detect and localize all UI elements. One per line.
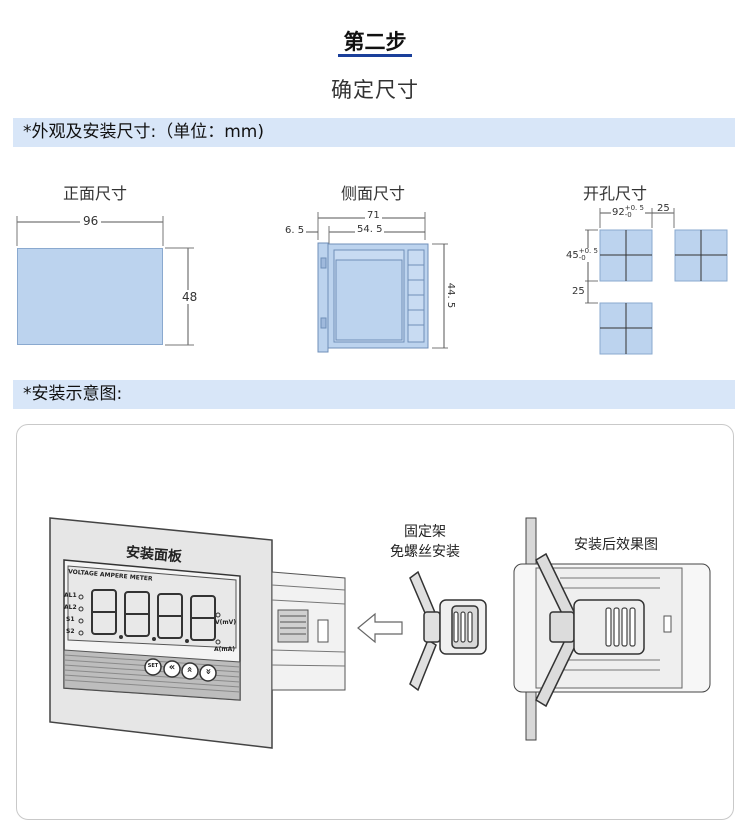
unit-lower-label: A(mA) (214, 646, 236, 653)
result-label: 安装后效果图 (574, 537, 658, 553)
cutout-spacing-v-dim: 25 (572, 286, 585, 297)
indicator-s1: S1 (66, 616, 75, 623)
cutout-height-tol-plus: +0. 5 (578, 247, 598, 255)
cutout-height-value: 45 (566, 250, 579, 261)
indicator-s2: S2 (66, 628, 75, 635)
section-header-install: *安装示意图: (13, 380, 735, 409)
meter-set-button[interactable]: SET (147, 663, 159, 669)
bracket-label: 固定架 免螺丝安装 (360, 522, 490, 562)
cutout-width-tol-plus: +0. 5 (624, 204, 644, 212)
front-width-dim: 96 (80, 214, 102, 228)
front-height-dim: 48 (180, 290, 200, 304)
step-subtitle: 确定尺寸 (331, 78, 419, 102)
front-view-label: 正面尺寸 (62, 184, 127, 203)
side-body-depth-dim: 54. 5 (355, 224, 385, 235)
step-title: 第二步 (343, 30, 407, 54)
cutout-width-tol-minus: -0 (624, 211, 632, 219)
meter-down-button[interactable]: » (202, 668, 214, 675)
side-total-depth-dim: 71 (365, 210, 382, 221)
cutout-height-dim: 45+0. 5-0 (566, 248, 598, 262)
indicator-al2: AL2 (64, 604, 77, 611)
bracket-label-line1: 固定架 (404, 524, 446, 540)
cutout-view-label: 开孔尺寸 (582, 184, 647, 203)
section-header-dimensions: *外观及安装尺寸:（单位：mm) (13, 118, 735, 147)
meter-left-button[interactable]: « (168, 662, 176, 673)
front-view-shape (17, 248, 163, 345)
cutout-width-dim: 92+0. 5-0 (611, 205, 645, 219)
cutout-width-value: 92 (612, 207, 625, 218)
meter-up-button[interactable]: » (184, 666, 196, 673)
unit-upper-label: V(mV) (215, 619, 237, 626)
cutout-height-tol-minus: -0 (578, 254, 586, 262)
bracket-label-line2: 免螺丝安装 (390, 544, 460, 560)
indicator-al1: AL1 (64, 592, 77, 599)
side-bezel-dim: 6. 5 (285, 225, 305, 236)
step-title-underline (338, 54, 412, 57)
side-view-label: 侧面尺寸 (340, 184, 405, 203)
cutout-spacing-h-dim: 25 (657, 203, 670, 214)
